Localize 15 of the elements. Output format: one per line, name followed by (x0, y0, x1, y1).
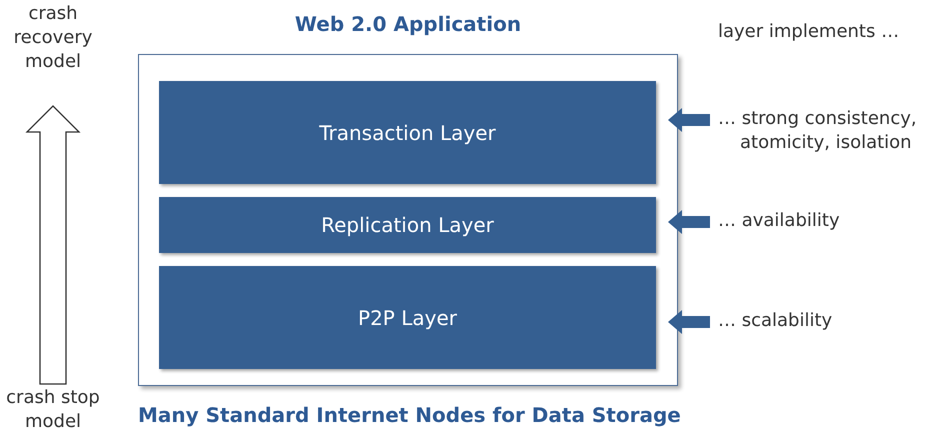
arrow (668, 108, 710, 132)
arrow (668, 210, 710, 234)
layer-box: P2P Layer (159, 266, 656, 369)
text-label: … strong consistency, atomicity, isolation (718, 107, 933, 157)
text-label: … scalability (718, 309, 933, 335)
layer-box: Transaction Layer (159, 81, 656, 184)
text-label: crash stop model (0, 386, 106, 438)
layer-box: Replication Layer (159, 197, 656, 253)
arrow (25, 105, 81, 385)
note-text: layer implements … (718, 20, 900, 44)
arrow (668, 310, 710, 334)
frame-caption: Many Standard Internet Nodes for Data Storage (138, 403, 678, 427)
frame-title: Web 2.0 Application (294, 12, 522, 36)
text-label: crash recovery model (0, 2, 106, 86)
text-label: … availability (718, 209, 933, 235)
